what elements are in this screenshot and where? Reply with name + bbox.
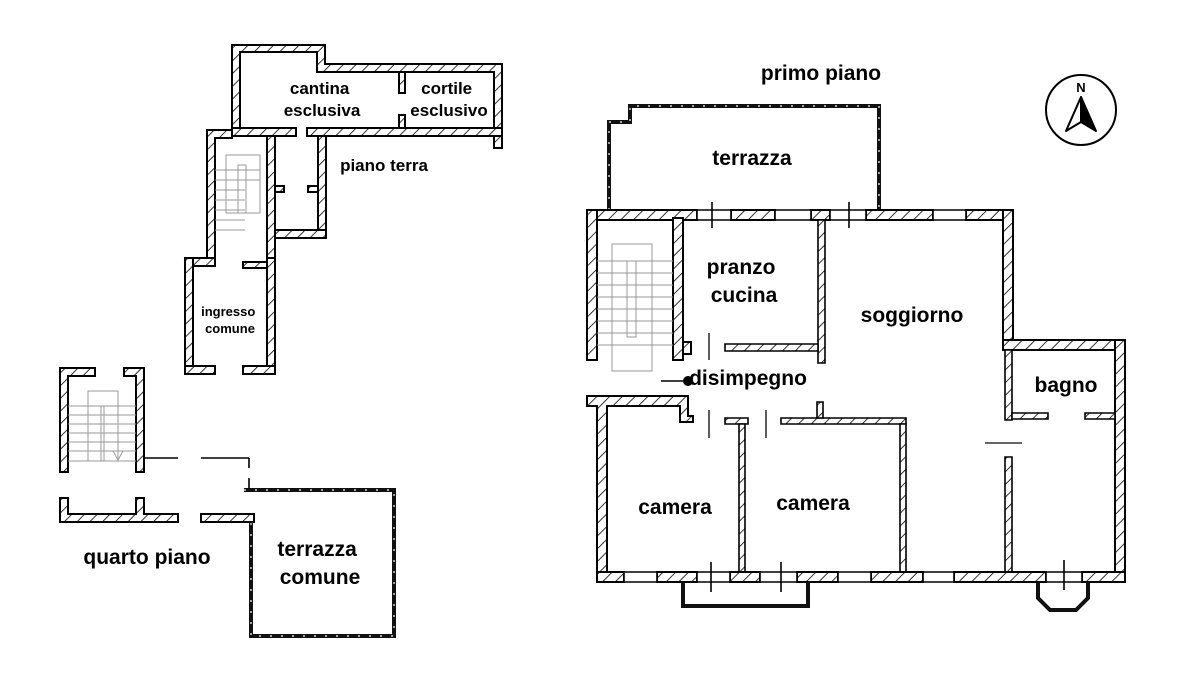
cortile-divider-bottom — [398, 114, 406, 129]
top-wall-2 — [730, 209, 776, 221]
corridor-bottom-wall — [274, 229, 327, 239]
ingresso-bottom-right — [242, 365, 276, 375]
label-quarto-piano: quarto piano — [83, 546, 210, 569]
window-top-3 — [829, 209, 867, 221]
soggiorno-right-wall — [1002, 209, 1014, 347]
entry-arrow-dot — [683, 376, 693, 386]
camera2-top-stub — [816, 401, 824, 419]
balcony-camera — [681, 582, 810, 608]
window-bottom-3 — [759, 571, 798, 583]
quarto-piano-plan: quarto piano terrazza comune — [59, 367, 396, 638]
window-bottom-2 — [696, 571, 731, 583]
terrazza-comune-railing — [244, 488, 396, 638]
stair-shaft-right-wall — [266, 135, 276, 263]
piano-terra-plan: cantina esclusiva cortile esclusivo pian… — [183, 44, 503, 375]
north-arrow-icon: N — [1045, 74, 1117, 146]
window-bottom-4 — [837, 571, 872, 583]
top-wall-3 — [810, 209, 831, 221]
ingresso-left-wall — [184, 257, 194, 375]
cortile-divider-top — [398, 71, 406, 94]
stair-right-wall — [672, 217, 684, 361]
top-wall-4 — [865, 209, 934, 221]
label-camera-1: camera — [638, 496, 712, 519]
label-ingresso: ingresso comune — [201, 304, 259, 336]
label-pranzo-cucina: pranzo cucina — [707, 256, 782, 307]
pranzo-bottom-wall — [724, 343, 819, 352]
camera2-right-wall — [899, 423, 907, 573]
terrazza-railing — [607, 104, 881, 210]
camera1-top-wall — [586, 395, 694, 583]
cantina-bottom-wall — [231, 127, 297, 137]
corridor-stub-right — [307, 185, 319, 193]
window-bottom-1 — [623, 571, 658, 583]
q-bottom-wall-left — [59, 497, 179, 523]
label-terrazza: terrazza — [712, 147, 792, 170]
q-stair-right-wall — [123, 367, 145, 473]
bottom-wall-2 — [656, 571, 698, 583]
ingresso-right-wall — [266, 257, 276, 375]
soggiorno-bath-divider — [1004, 456, 1013, 573]
balcony-bagno — [1036, 582, 1090, 612]
q-bottom-wall-right — [200, 513, 255, 523]
label-camera-2: camera — [776, 492, 850, 515]
stair-right-stub — [682, 341, 692, 355]
label-primo-piano: primo piano — [761, 62, 881, 85]
window-bottom-5 — [922, 571, 955, 583]
window-top-1 — [696, 209, 732, 221]
label-terrazza-comune: terrazza comune — [277, 538, 362, 589]
bagno-right-wall — [1114, 339, 1126, 583]
label-disimpegno: disimpegno — [689, 367, 807, 390]
bagno-top-wall — [1002, 339, 1126, 351]
camera-divider-top — [724, 417, 749, 425]
stair-left-wall — [586, 209, 598, 361]
cortile-bottom-wall — [306, 127, 503, 137]
bottom-wall-5 — [870, 571, 924, 583]
bottom-wall-1 — [596, 571, 625, 583]
bottom-wall-4 — [796, 571, 839, 583]
bagno-bottom-right — [1084, 412, 1116, 420]
q-stair-left-wall — [59, 367, 96, 473]
bottom-wall-7 — [1081, 571, 1126, 583]
label-cantina: cantina esclusiva — [284, 79, 361, 120]
camera2-top-wall — [780, 417, 907, 425]
primo-piano-plan: primo piano — [586, 62, 1126, 612]
corridor-right-wall — [317, 135, 327, 239]
bagno-bottom-left — [1011, 412, 1049, 420]
corridor-stub-left — [274, 185, 285, 193]
stairs-quarto — [68, 390, 136, 462]
ingresso-top-stub — [242, 261, 268, 269]
pranzo-right-wall — [817, 219, 826, 364]
camera-divider — [738, 423, 746, 573]
bottom-wall-6 — [953, 571, 1047, 583]
window-top-2 — [774, 209, 812, 221]
label-piano-terra: piano terra — [340, 156, 428, 175]
ingresso-bottom-left — [184, 365, 216, 375]
bagno-left-wall — [1004, 349, 1013, 421]
bottom-wall-3 — [729, 571, 761, 583]
label-cortile: cortile esclusivo — [410, 79, 488, 120]
stairs-ground — [215, 154, 261, 231]
compass-label: N — [1076, 80, 1085, 95]
label-bagno: bagno — [1035, 374, 1098, 397]
stairs-primo — [597, 243, 673, 372]
label-soggiorno: soggiorno — [861, 304, 964, 327]
window-top-4 — [932, 209, 967, 221]
stair-shaft-wall — [206, 129, 233, 263]
